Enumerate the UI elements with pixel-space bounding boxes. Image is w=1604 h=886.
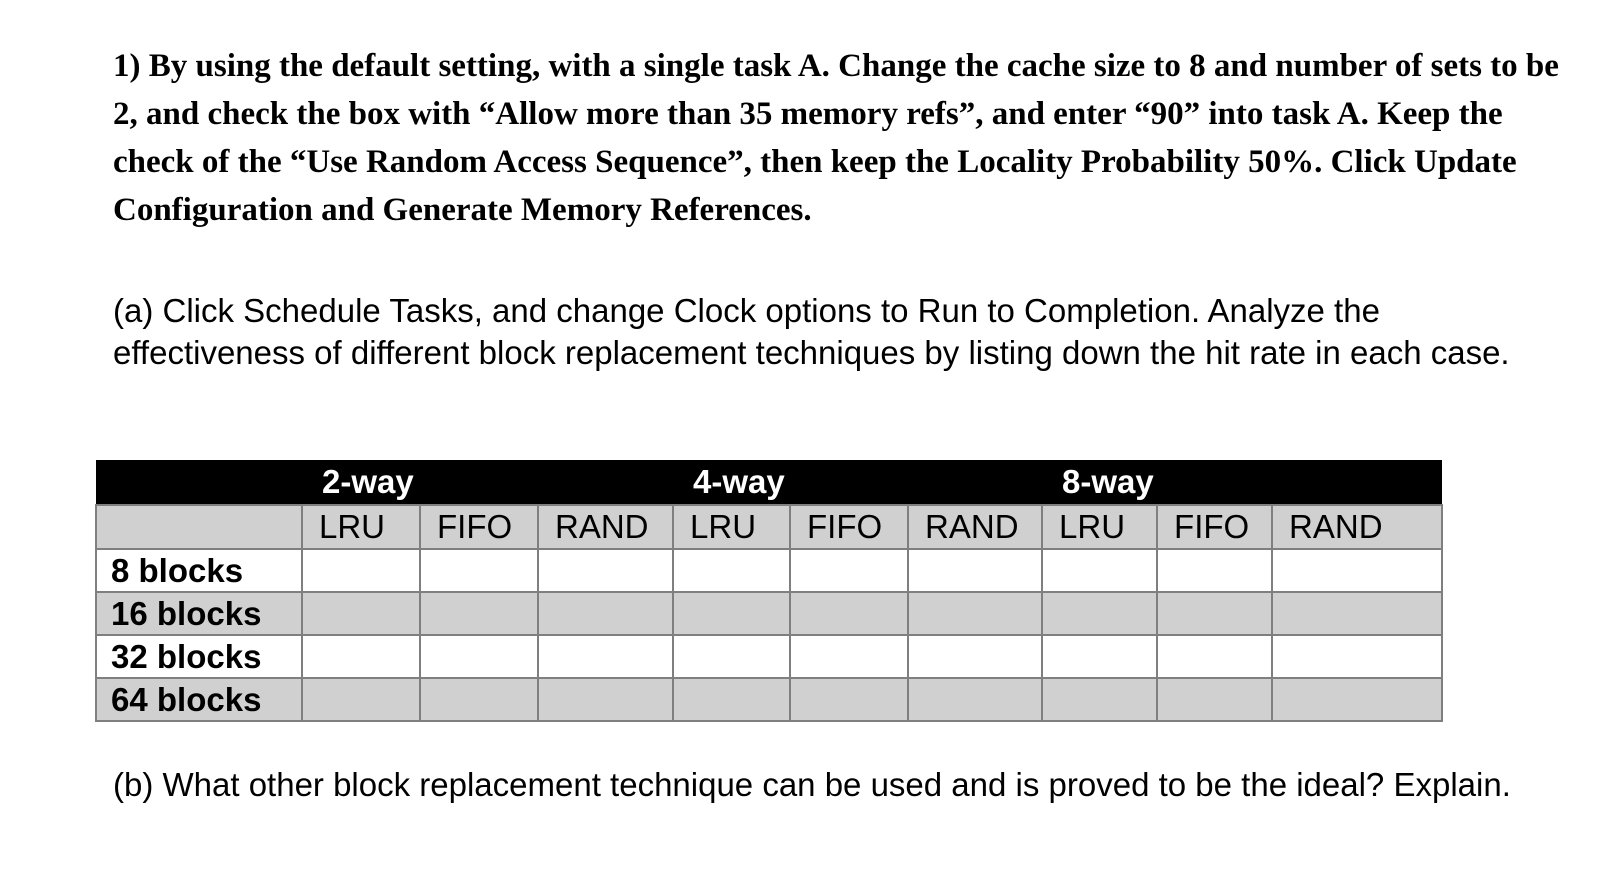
table-row: 16 blocks [95,591,1444,636]
table-cell[interactable] [419,634,539,679]
table-cell[interactable] [789,591,910,636]
subheader-corner [95,504,303,550]
table-cell[interactable] [536,591,675,636]
row-label: 16 blocks [95,591,303,636]
table-cell[interactable] [1041,548,1159,593]
group-header-8way: 8-way [1042,460,1443,505]
subheader-cell: LRU [301,504,421,550]
subheader-cell: LRU [672,504,792,550]
subheader-cell: FIFO [1156,504,1274,550]
table-cell[interactable] [1271,677,1444,722]
table-cell[interactable] [789,548,910,593]
table-cell[interactable] [536,634,675,679]
table-row: 8 blocks [95,548,1444,593]
table-cell[interactable] [1041,634,1159,679]
table-cell[interactable] [536,548,675,593]
group-header-2way: 2-way [302,460,674,505]
part-a-text: (a) Click Schedule Tasks, and change Clo… [113,292,1510,371]
subheader-cell: FIFO [789,504,910,550]
table-cell[interactable] [1156,591,1274,636]
table-cell[interactable] [301,677,421,722]
table-cell[interactable] [1156,548,1274,593]
row-label: 64 blocks [95,677,303,722]
subheader-cell: RAND [1271,504,1444,550]
table-cell[interactable] [1041,677,1159,722]
table-cell[interactable] [301,591,421,636]
table-cell[interactable] [419,677,539,722]
subheader-cell: FIFO [419,504,539,550]
table-cell[interactable] [419,548,539,593]
table-cell[interactable] [1271,634,1444,679]
subheader-cell: LRU [1041,504,1159,550]
row-label: 32 blocks [95,634,303,679]
table-header-row: 2-way 4-way 8-way [96,460,1443,505]
table-subheader-row: LRU FIFO RAND LRU FIFO RAND LRU FIFO RAN… [95,504,1444,550]
table-cell[interactable] [672,634,792,679]
table-cell[interactable] [301,634,421,679]
table-row: 32 blocks [95,634,1444,679]
subheader-cell: RAND [536,504,675,550]
table-cell[interactable] [1156,677,1274,722]
question-text: 1) By using the default setting, with a … [113,48,1559,228]
table-cell[interactable] [907,677,1044,722]
hit-rate-table-container: 2-way 4-way 8-way LRU FIFO RAND LRU FIFO… [95,460,1444,722]
part-b-text: (b) What other block replacement techniq… [113,766,1511,803]
group-header-4way: 4-way [673,460,1043,505]
hit-rate-table: 2-way 4-way 8-way LRU FIFO RAND LRU FIFO… [95,460,1444,722]
table-cell[interactable] [1156,634,1274,679]
table-cell[interactable] [789,634,910,679]
table-cell[interactable] [1041,591,1159,636]
table-cell[interactable] [672,677,792,722]
row-label: 8 blocks [95,548,303,593]
table-cell[interactable] [789,677,910,722]
table-cell[interactable] [301,548,421,593]
table-cell[interactable] [1271,548,1444,593]
table-row: 64 blocks [95,677,1444,722]
subheader-cell: RAND [907,504,1044,550]
table-cell[interactable] [536,677,675,722]
table-cell[interactable] [672,548,792,593]
table-cell[interactable] [1271,591,1444,636]
table-cell[interactable] [907,548,1044,593]
table-cell[interactable] [419,591,539,636]
table-cell[interactable] [907,591,1044,636]
header-corner [96,460,302,505]
table-cell[interactable] [672,591,792,636]
table-cell[interactable] [907,634,1044,679]
